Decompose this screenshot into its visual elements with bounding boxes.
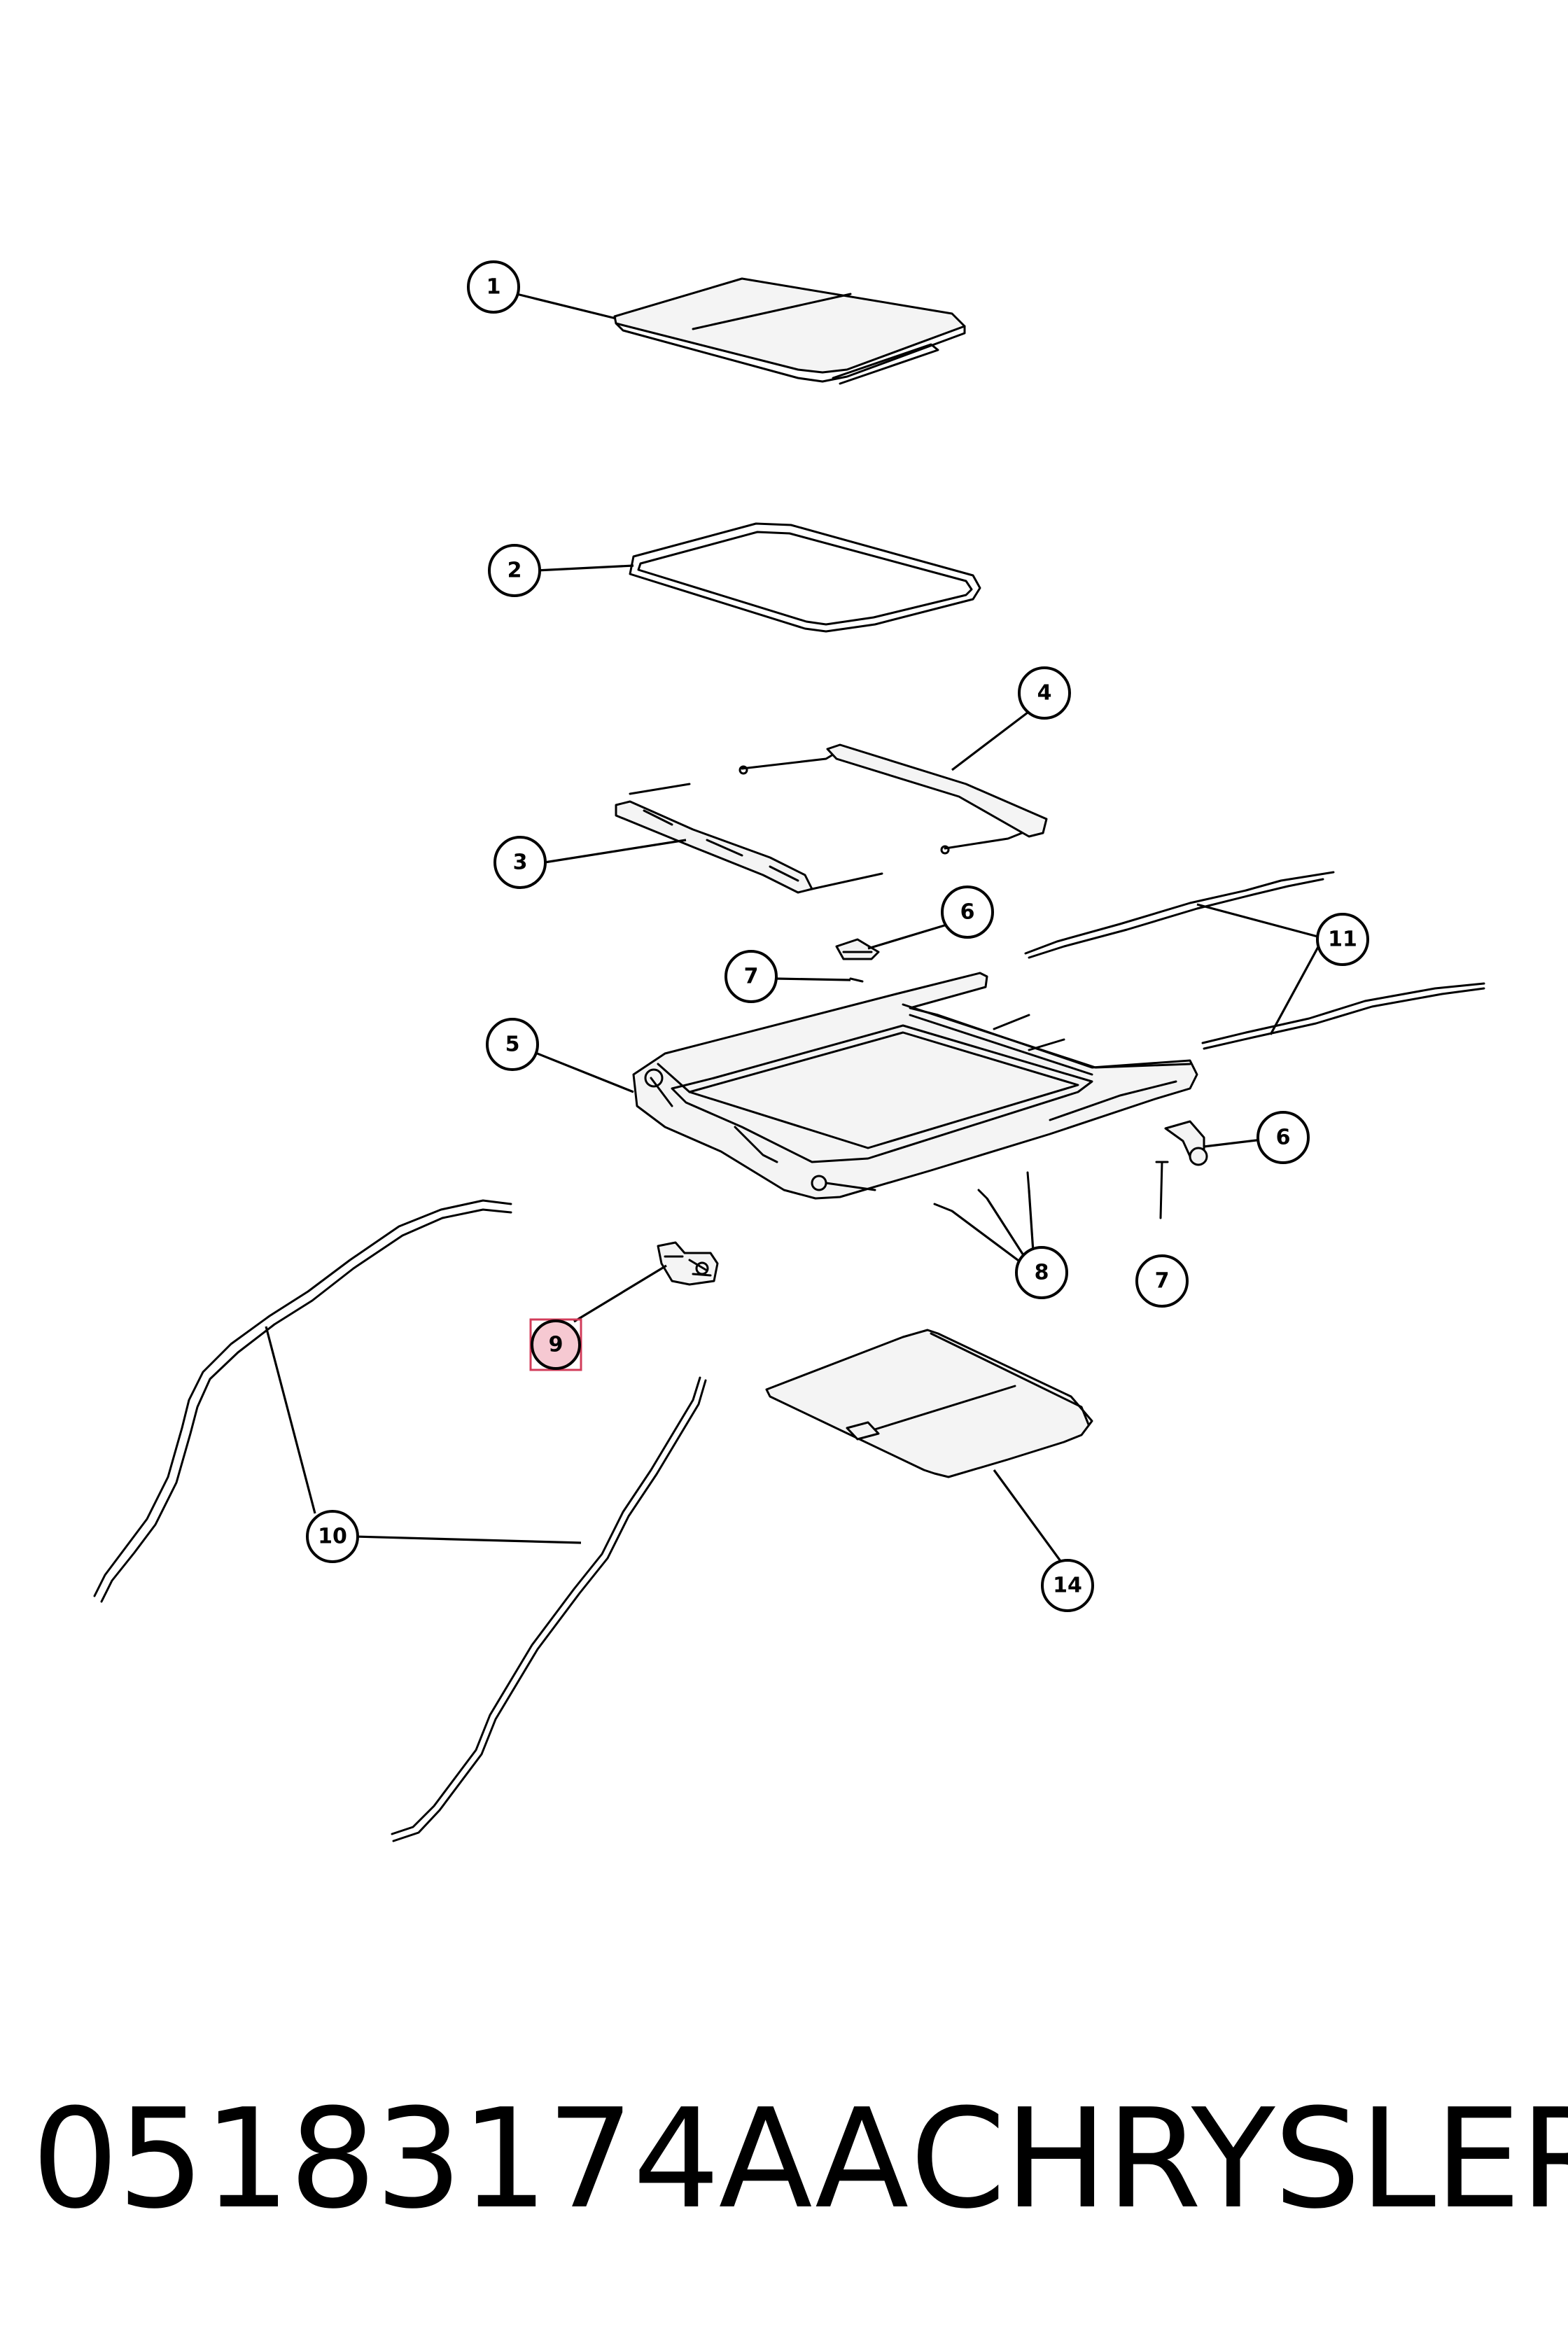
callout-6-upper: 6 [941,886,994,939]
callout-8: 8 [1015,1246,1068,1299]
part-drain-hoses-rear [1024,871,1485,1050]
callout-10-label: 10 [318,1525,347,1549]
callout-7-upper-label: 7 [744,965,759,989]
callout-14-label: 14 [1053,1574,1082,1598]
callout-5: 5 [486,1018,539,1071]
part-glass-panel [613,277,966,385]
part-drain-hoses-front [93,1199,707,1842]
part-screw-lower [1155,1161,1169,1219]
callout-6-lower-label: 6 [1276,1126,1291,1150]
callout-9-highlighted[interactable]: 9 [529,1318,582,1371]
callout-11: 11 [1316,913,1369,966]
part-wind-deflector [615,783,883,894]
callout-3: 3 [493,836,547,889]
callout-9-label: 9 [549,1333,564,1357]
callout-14: 14 [1041,1559,1094,1612]
callout-8-label: 8 [1035,1261,1049,1285]
footer-caption: 05183174AA CHRYSLER [0,2082,1568,2236]
callout-3-label: 3 [513,850,528,875]
callout-2: 2 [488,544,541,597]
callout-6-lower: 6 [1256,1111,1310,1164]
callout-1: 1 [467,260,520,314]
callout-11-label: 11 [1328,927,1357,952]
part-pins [933,1171,1030,1212]
part-bracket-upper [835,938,880,960]
sunroof-exploded-diagram: 1 2 3 4 5 6 7 6 7 8 11 9 [93,260,1485,1842]
part-rear-deflector [738,743,1048,855]
callout-1-label: 1 [486,275,501,300]
part-sunroof-frame [632,972,1198,1200]
part-glass-seal [629,522,981,633]
part-bracket-lower [1164,1120,1208,1166]
part-motor [657,1241,719,1286]
leader-lines [265,293,1324,1562]
part-sunshade [765,1329,1093,1478]
brand-name: CHRYSLER [910,2080,1568,2239]
callout-2-label: 2 [507,559,522,583]
callout-7-lower-label: 7 [1155,1269,1170,1294]
callout-5-label: 5 [505,1032,520,1057]
callout-4: 4 [1018,666,1071,720]
callout-7-upper: 7 [724,950,778,1003]
callout-6-upper-label: 6 [960,900,975,925]
callout-4-label: 4 [1037,681,1052,706]
callout-10: 10 [306,1510,359,1563]
part-number: 05183174AA [31,2080,909,2239]
part-screw-upper [849,977,864,983]
callout-7-lower: 7 [1135,1254,1189,1308]
